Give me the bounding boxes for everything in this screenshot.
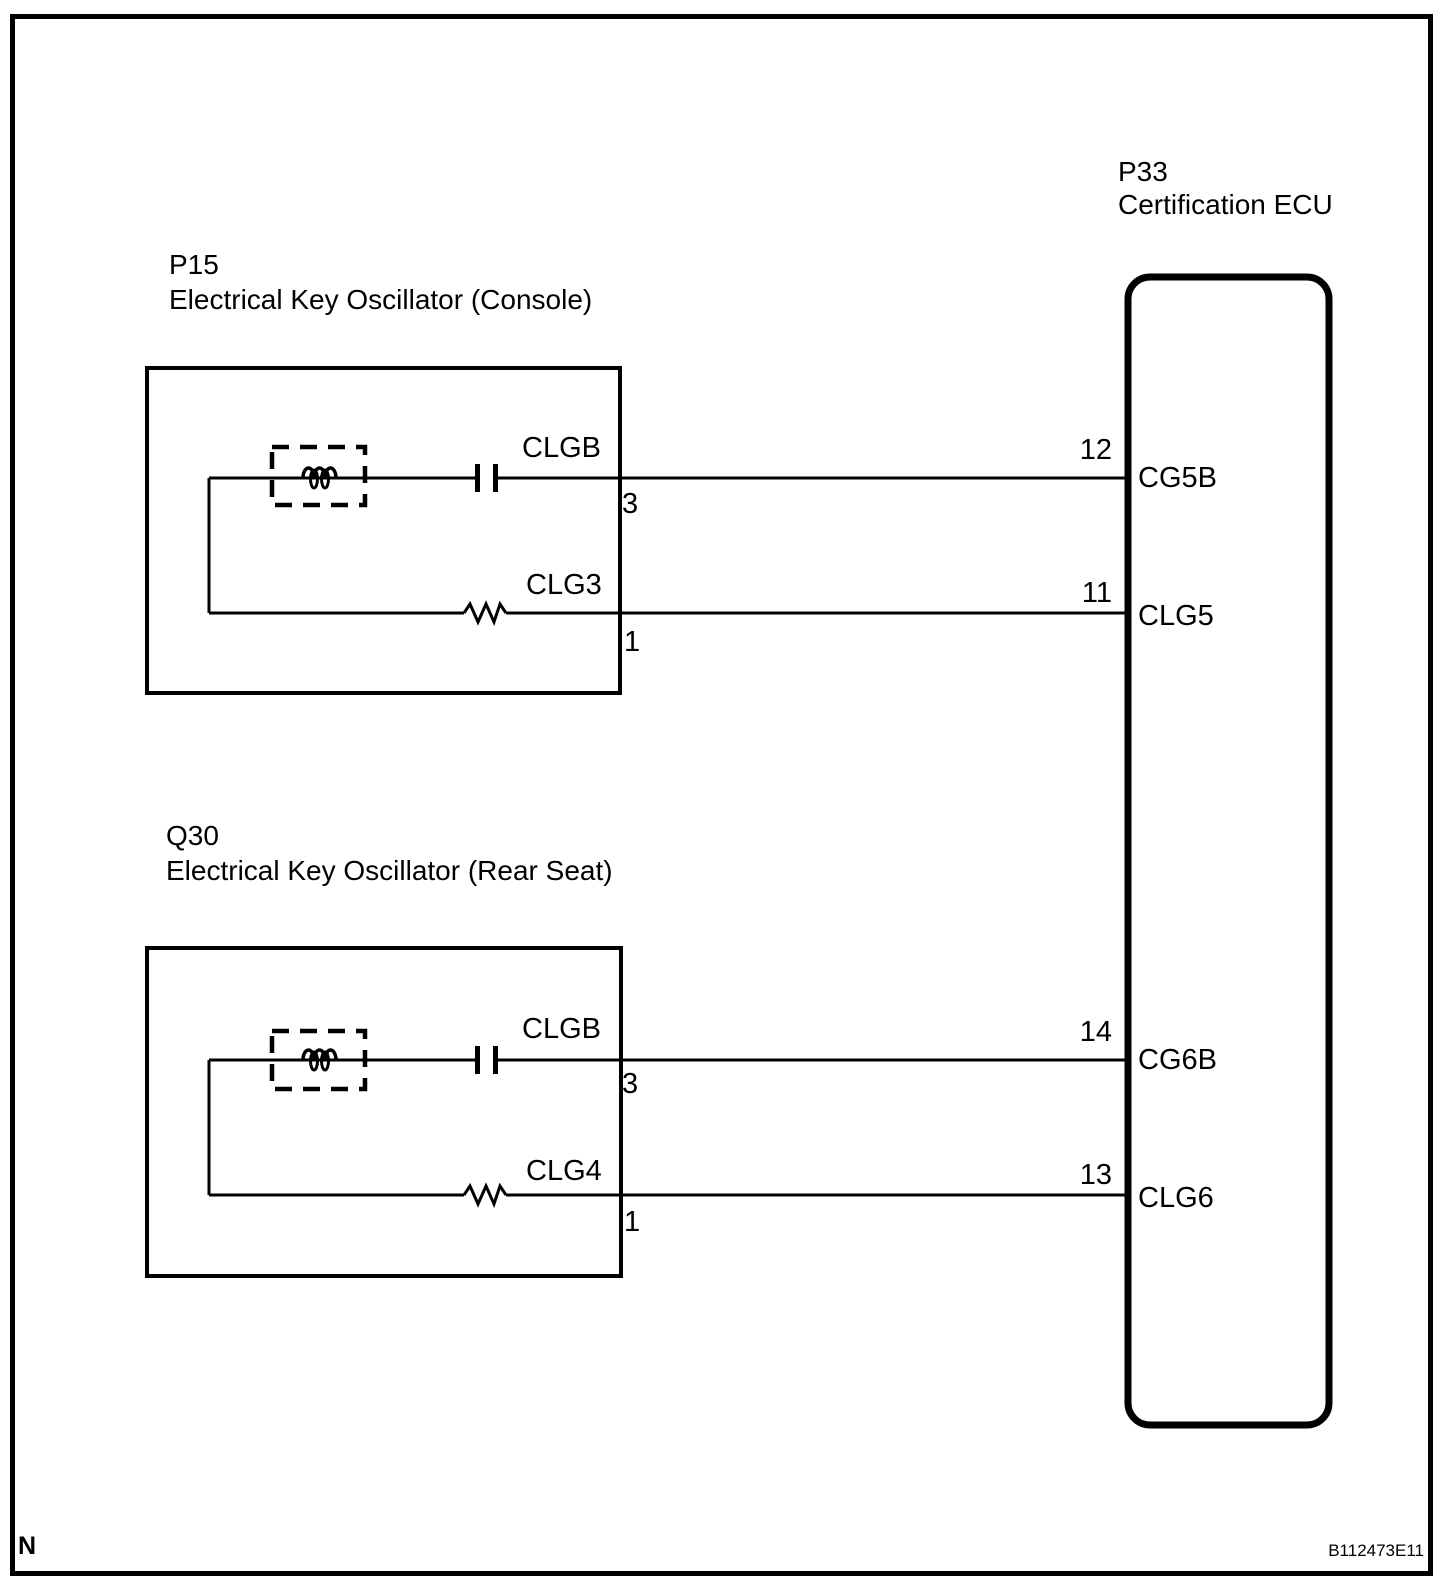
signal-label-q30-clg4: CLG4 xyxy=(526,1155,602,1187)
p15-pin-3: 3 xyxy=(622,488,639,520)
inductor-coil-icon-p15 xyxy=(301,466,338,490)
p15-pin-1: 1 xyxy=(624,626,641,658)
resistor-icon-q30 xyxy=(462,1182,508,1209)
q30-name: Electrical Key Oscillator (Rear Seat) xyxy=(166,855,613,886)
ecu-terminal-cg6b: CG6B xyxy=(1138,1044,1217,1076)
inductor-coil-icon-q30 xyxy=(301,1048,338,1072)
ecu-pin-number-13: 13 xyxy=(1079,1159,1112,1191)
p15-code: P15 xyxy=(169,249,219,280)
ecu-pin-number-12: 12 xyxy=(1079,434,1112,466)
page-border xyxy=(10,14,1433,1576)
antenna-dashed-box-p15 xyxy=(269,444,368,508)
capacitor-icon-q30 xyxy=(475,1046,498,1074)
signal-label-q30-clgb: CLGB xyxy=(522,1013,601,1045)
p15-name: Electrical Key Oscillator (Console) xyxy=(169,284,593,315)
footer-n-mark: N xyxy=(18,1532,37,1560)
ecu-terminal-cg5b: CG5B xyxy=(1138,462,1217,494)
ecu-pin-number-11: 11 xyxy=(1081,577,1112,609)
signal-label-p15-clg3: CLG3 xyxy=(526,569,602,601)
p15-oscillator-box xyxy=(145,366,622,695)
ecu-box xyxy=(1124,273,1333,1429)
ecu-name: Certification ECU xyxy=(1118,189,1333,220)
capacitor-icon-p15 xyxy=(475,464,498,492)
q30-oscillator-box xyxy=(145,946,623,1278)
q30-code: Q30 xyxy=(166,820,219,851)
signal-label-p15-clgb: CLGB xyxy=(522,432,601,464)
ecu-terminal-clg6: CLG6 xyxy=(1138,1182,1214,1214)
ecu-code: P33 xyxy=(1118,156,1168,187)
q30-pin-3: 3 xyxy=(622,1068,639,1100)
q30-pin-1: 1 xyxy=(624,1206,641,1238)
resistor-icon-p15 xyxy=(462,600,508,627)
figure-id: B112473E11 xyxy=(1328,1541,1424,1560)
ecu-terminal-clg5: CLG5 xyxy=(1138,600,1214,632)
ecu-pin-number-14: 14 xyxy=(1079,1016,1112,1048)
